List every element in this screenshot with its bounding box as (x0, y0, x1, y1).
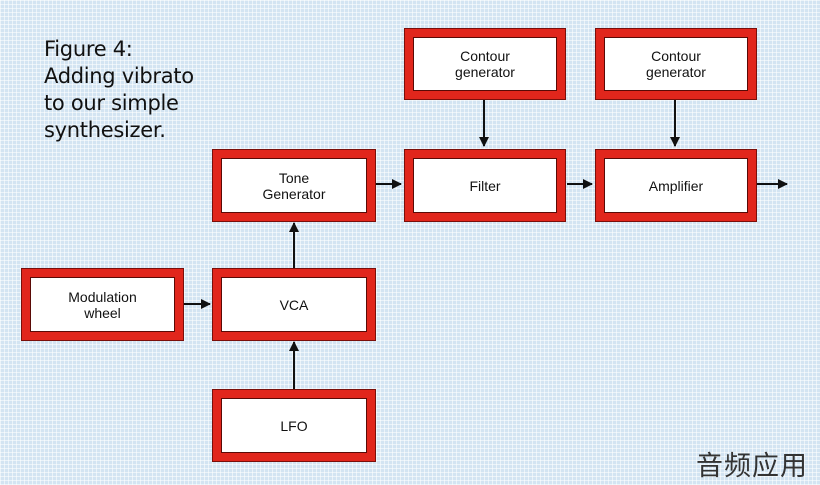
contour-generator-filter-block: Contour generator (404, 28, 566, 100)
block-label: generator (646, 64, 706, 80)
watermark-text: 音频应用 (696, 451, 808, 482)
block-label: Contour (651, 48, 701, 64)
caption-line-4: synthesizer. (44, 118, 166, 142)
block-label: Amplifier (648, 177, 704, 194)
vca-block: VCA (212, 268, 376, 341)
lfo-block: LFO (212, 389, 376, 462)
block-label: Modulation (68, 288, 137, 305)
figure-caption: Figure 4: Adding vibrato to our simple s… (44, 36, 194, 144)
block-label: Tone (278, 169, 310, 186)
block-label: LFO (280, 417, 308, 434)
filter-block: Filter (404, 149, 566, 222)
block-label: VCA (279, 296, 309, 313)
tone-generator-block: Tone Generator (212, 149, 376, 222)
caption-line-3: to our simple (44, 91, 179, 115)
block-label: Contour (460, 48, 510, 64)
block-label: Filter (469, 177, 501, 194)
contour-generator-amplifier-block: Contour generator (595, 28, 757, 100)
amplifier-block: Amplifier (595, 149, 757, 222)
block-label: generator (455, 64, 515, 80)
modulation-wheel-block: Modulation wheel (21, 268, 184, 341)
block-label: wheel (84, 304, 121, 321)
block-label: Generator (262, 185, 326, 202)
caption-line-2: Adding vibrato (44, 64, 194, 88)
caption-line-1: Figure 4: (44, 37, 133, 61)
